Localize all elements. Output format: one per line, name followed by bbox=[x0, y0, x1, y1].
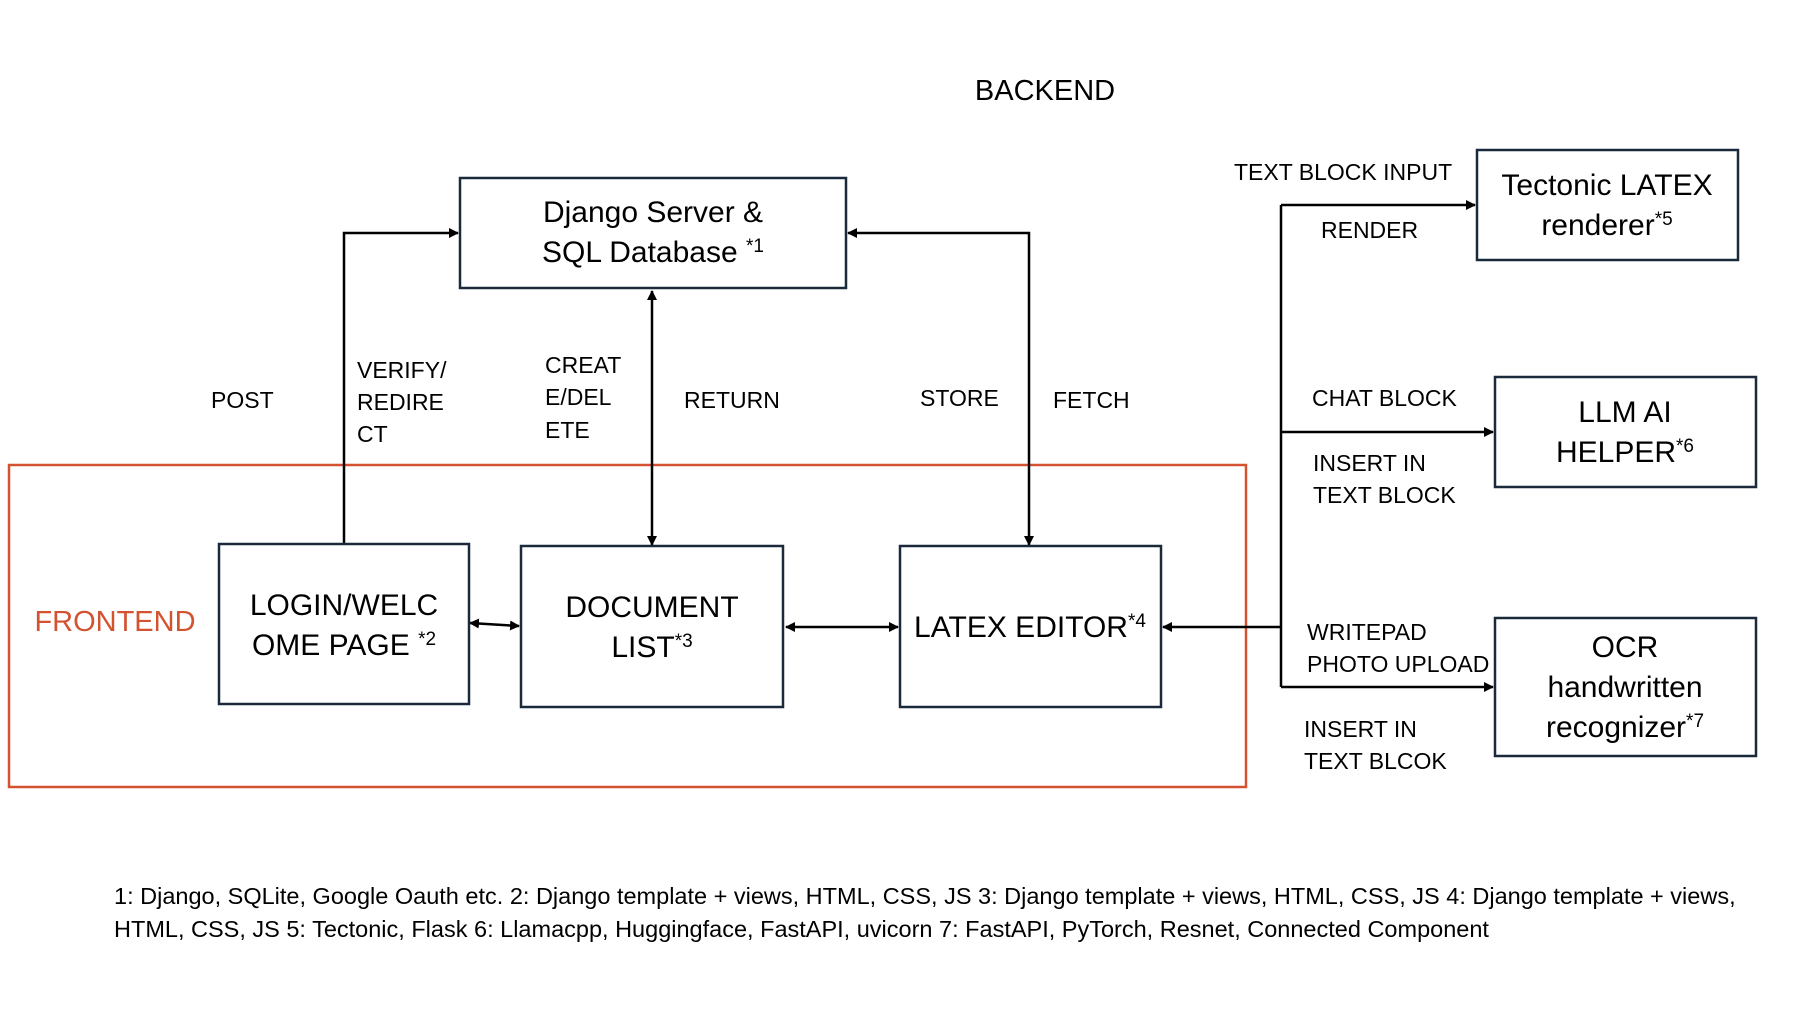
insert-text-block-label-2: TEXT BLOCK bbox=[1313, 482, 1456, 508]
backend-title: BACKEND bbox=[975, 75, 1115, 107]
django-server-line-2: SQL Database *1 bbox=[542, 236, 764, 269]
post-connector bbox=[342, 228, 459, 543]
connectors bbox=[342, 200, 1494, 692]
login-doclist-connector bbox=[469, 618, 520, 631]
ocr-line-1: OCR bbox=[1592, 631, 1659, 664]
insert-text-blcok-label-1: INSERT IN bbox=[1304, 716, 1417, 742]
llm-helper-box: LLM AI HELPER*6 bbox=[1493, 375, 1758, 489]
tectonic-line-1: Tectonic LATEX bbox=[1501, 169, 1712, 202]
login-page-line-2: OME PAGE *2 bbox=[252, 629, 436, 662]
technology-footnote: 1: Django, SQLite, Google Oauth etc. 2: … bbox=[114, 883, 1736, 942]
django-server-line-1: Django Server & bbox=[543, 196, 763, 229]
verify-redirect-label-2: REDIRE bbox=[357, 389, 444, 415]
render-label: RENDER bbox=[1321, 217, 1418, 243]
writepad-label-2: PHOTO UPLOAD bbox=[1307, 651, 1489, 677]
ocr-recognizer-box: OCR handwritten recognizer*7 bbox=[1493, 616, 1758, 758]
document-list-line-1: DOCUMENT bbox=[565, 591, 738, 624]
verify-redirect-label-1: VERIFY/ bbox=[357, 357, 447, 383]
post-label: POST bbox=[211, 387, 274, 413]
edge-labels: POST VERIFY/ REDIRE CT CREAT E/DEL ETE R… bbox=[211, 159, 1489, 774]
chat-block-label: CHAT BLOCK bbox=[1312, 385, 1458, 411]
fetch-label: FETCH bbox=[1053, 387, 1130, 413]
latex-editor-box: LATEX EDITOR*4 bbox=[898, 544, 1163, 709]
login-page-line-1: LOGIN/WELC bbox=[250, 589, 438, 622]
llm-helper-line-1: LLM AI bbox=[1578, 396, 1671, 429]
llm-helper-line-2: HELPER*6 bbox=[1556, 436, 1694, 469]
return-label: RETURN bbox=[684, 387, 780, 413]
frontend-title: FRONTEND bbox=[34, 606, 195, 638]
ocr-line-2: handwritten bbox=[1547, 671, 1702, 704]
writepad-label-1: WRITEPAD bbox=[1307, 619, 1427, 645]
tectonic-renderer-box: Tectonic LATEX renderer*5 bbox=[1475, 148, 1740, 262]
create-delete-label-1: CREAT bbox=[545, 352, 621, 378]
document-list-line-2: LIST*3 bbox=[611, 631, 692, 664]
login-page-box: LOGIN/WELC OME PAGE *2 bbox=[217, 542, 471, 706]
latex-editor-label: LATEX EDITOR*4 bbox=[914, 611, 1146, 644]
ocr-line-3: recognizer*7 bbox=[1546, 711, 1704, 744]
insert-text-blcok-label-2: TEXT BLCOK bbox=[1304, 748, 1447, 774]
verify-redirect-label-3: CT bbox=[357, 421, 388, 447]
create-delete-label-3: ETE bbox=[545, 417, 590, 443]
store-label: STORE bbox=[920, 385, 999, 411]
document-list-box: DOCUMENT LIST*3 bbox=[519, 544, 785, 709]
text-block-input-label: TEXT BLOCK INPUT bbox=[1234, 159, 1452, 185]
create-delete-label-2: E/DEL bbox=[545, 384, 612, 410]
django-server-box: Django Server & SQL Database *1 bbox=[458, 176, 848, 290]
tectonic-line-2: renderer*5 bbox=[1541, 209, 1672, 242]
insert-text-block-label-1: INSERT IN bbox=[1313, 450, 1426, 476]
store-fetch-connector bbox=[847, 228, 1034, 546]
